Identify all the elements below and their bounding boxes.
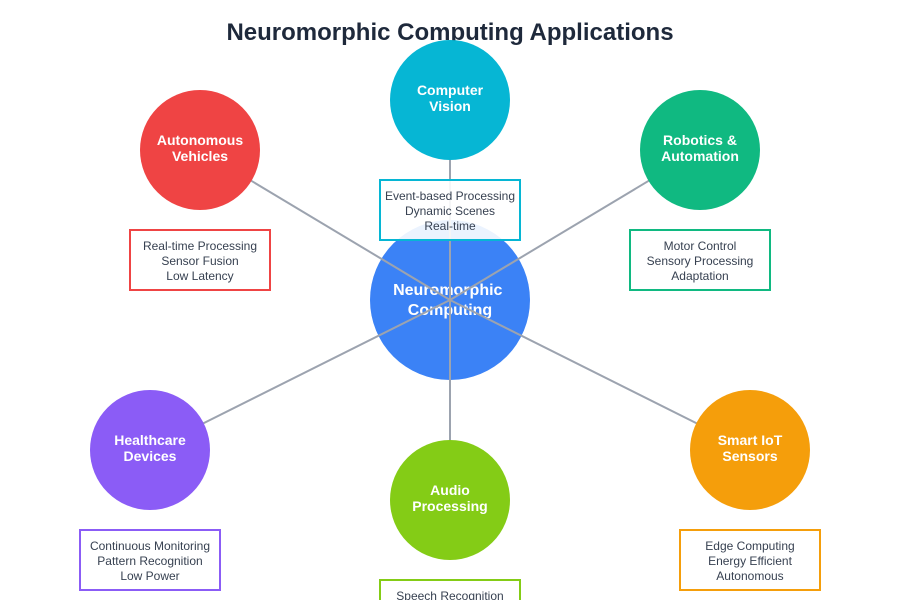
app-detail-item: Real-time Processing <box>143 239 257 253</box>
app-node-circle <box>390 40 510 160</box>
app-detail-box-frame <box>379 179 521 241</box>
app-detail-item: Motor Control <box>664 239 737 253</box>
app-node-label-line: Robotics & <box>663 132 737 148</box>
app-detail-box-frame <box>379 579 521 600</box>
app-detail-box-frame <box>679 529 821 591</box>
app-node-label-line: Computer <box>417 82 484 98</box>
app-detail-item: Pattern Recognition <box>97 554 202 568</box>
app-detail-box-frame <box>629 229 771 291</box>
app-node-circle <box>90 390 210 510</box>
app-detail-item: Low Power <box>120 569 179 583</box>
app-detail-item: Speech Recognition <box>396 589 503 600</box>
app-node-label-line: Automation <box>661 148 739 164</box>
app-node-circle <box>140 90 260 210</box>
app-node-label-line: Autonomous <box>157 132 244 148</box>
app-detail-item: Real-time <box>424 219 476 233</box>
app-node-label-line: Smart IoT <box>718 432 783 448</box>
app-detail-item: Dynamic Scenes <box>405 204 495 218</box>
app-node-label: Robotics &Automation <box>661 132 739 164</box>
app-detail-box-frame <box>79 529 221 591</box>
center-label-line: Neuromorphic <box>393 282 502 299</box>
app-node-label-line: Audio <box>430 482 470 498</box>
app-node-circle <box>640 90 760 210</box>
app-node-label-line: Sensors <box>722 448 777 464</box>
app-detail-box: Speech Recognition <box>379 579 521 600</box>
app-node-label-line: Devices <box>124 448 177 464</box>
app-detail-item: Low Latency <box>166 269 233 283</box>
app-detail-item: Edge Computing <box>705 539 794 553</box>
app-node-circle <box>390 440 510 560</box>
app-node-label-line: Vehicles <box>172 148 228 164</box>
app-detail-item: Continuous Monitoring <box>90 539 210 553</box>
app-detail-item: Event-based Processing <box>385 189 515 203</box>
app-node-label-line: Vision <box>429 98 471 114</box>
app-node-circle <box>690 390 810 510</box>
app-detail-item: Adaptation <box>671 269 728 283</box>
app-detail-item: Sensor Fusion <box>161 254 238 268</box>
app-detail-item: Autonomous <box>716 569 783 583</box>
app-detail-item: Energy Efficient <box>708 554 792 568</box>
app-node-label-line: Healthcare <box>114 432 186 448</box>
app-node-label-line: Processing <box>412 498 487 514</box>
app-detail-box-frame <box>129 229 271 291</box>
app-detail-item: Sensory Processing <box>647 254 754 268</box>
